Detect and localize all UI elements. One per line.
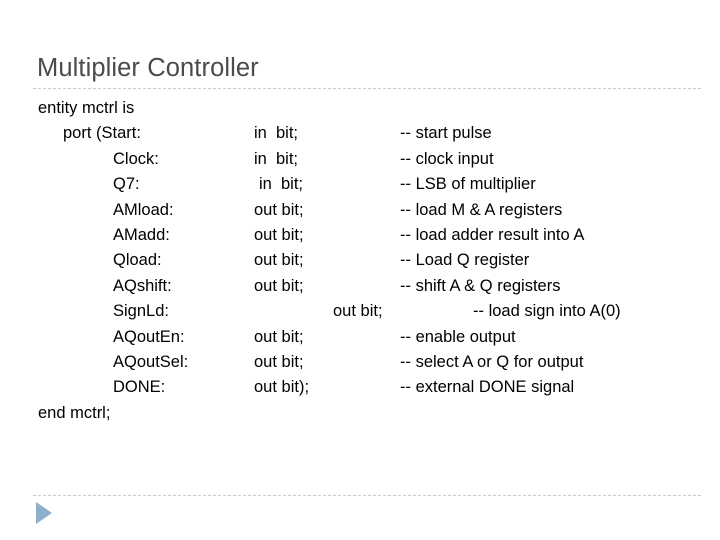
port-type-clock: in bit; bbox=[254, 149, 299, 168]
port-comment-start: -- start pulse bbox=[400, 124, 492, 143]
port-name-aqouten: AQoutEn: bbox=[113, 327, 185, 346]
port-type-amadd: out bit; bbox=[254, 225, 304, 244]
code-line-port-done: DONE: out bit); -- external DONE signal bbox=[0, 375, 720, 400]
port-name-done: DONE: bbox=[113, 378, 166, 397]
port-comment-aqouten: -- enable output bbox=[400, 327, 516, 346]
port-type-q7: in bit; bbox=[259, 175, 304, 194]
code-line-port-qload: Qload: out bit; -- Load Q register bbox=[0, 248, 720, 273]
port-type-start: in bit; bbox=[254, 124, 299, 143]
port-type-aqshift: out bit; bbox=[254, 276, 304, 295]
port-type-signld: out bit; bbox=[333, 302, 383, 321]
port-name-qload: Qload: bbox=[113, 251, 162, 270]
port-comment-aqshift: -- shift A & Q registers bbox=[400, 276, 561, 295]
port-type-qload: out bit; bbox=[254, 251, 304, 270]
port-comment-clock: -- clock input bbox=[400, 149, 494, 168]
port-name-signld: SignLd: bbox=[113, 302, 169, 321]
port-type-amload: out bit; bbox=[254, 200, 304, 219]
port-name-amadd: AMadd: bbox=[113, 225, 170, 244]
footer-divider bbox=[33, 495, 701, 496]
port-type-done: out bit); bbox=[254, 378, 310, 397]
vhdl-code-block: entity mctrl is port (Start: in bit; -- … bbox=[0, 96, 720, 426]
port-name-aqoutsel: AQoutSel: bbox=[113, 352, 189, 371]
code-line-port-aqshift: AQshift: out bit; -- shift A & Q registe… bbox=[0, 274, 720, 299]
code-line-port-aqouten: AQoutEn: out bit; -- enable output bbox=[0, 325, 720, 350]
code-line-entity: entity mctrl is bbox=[0, 96, 720, 121]
port-comment-amload: -- load M & A registers bbox=[400, 200, 563, 219]
code-line-port-amadd: AMadd: out bit; -- load adder result int… bbox=[0, 223, 720, 248]
code-line-port-clock: Clock: in bit; -- clock input bbox=[0, 147, 720, 172]
entity-end-statement: end mctrl; bbox=[38, 403, 111, 422]
code-line-port-signld: SignLd: out bit; -- load sign into A(0) bbox=[0, 299, 720, 324]
port-comment-aqoutsel: -- select A or Q for output bbox=[400, 352, 584, 371]
port-comment-signld: -- load sign into A(0) bbox=[473, 302, 621, 321]
port-name-amload: AMload: bbox=[113, 200, 174, 219]
port-type-aqouten: out bit; bbox=[254, 327, 304, 346]
page-title: Multiplier Controller bbox=[37, 54, 259, 82]
port-name-q7: Q7: bbox=[113, 175, 140, 194]
port-name-aqshift: AQshift: bbox=[113, 276, 172, 295]
code-line-port-amload: AMload: out bit; -- load M & A registers bbox=[0, 198, 720, 223]
code-line-port-start: port (Start: in bit; -- start pulse bbox=[0, 121, 720, 146]
port-comment-amadd: -- load adder result into A bbox=[400, 225, 585, 244]
port-open-keyword: port (Start: bbox=[63, 124, 141, 143]
code-line-end: end mctrl; bbox=[0, 401, 720, 426]
port-type-aqoutsel: out bit; bbox=[254, 352, 304, 371]
port-comment-qload: -- Load Q register bbox=[400, 251, 530, 270]
code-line-port-aqoutsel: AQoutSel: out bit; -- select A or Q for … bbox=[0, 350, 720, 375]
title-divider bbox=[33, 88, 701, 89]
port-comment-done: -- external DONE signal bbox=[400, 378, 575, 397]
next-slide-arrow-icon[interactable] bbox=[34, 501, 54, 525]
code-line-port-q7: Q7: in bit; -- LSB of multiplier bbox=[0, 172, 720, 197]
port-comment-q7: -- LSB of multiplier bbox=[400, 175, 536, 194]
port-name-clock: Clock: bbox=[113, 149, 159, 168]
entity-declaration: entity mctrl is bbox=[38, 99, 135, 117]
